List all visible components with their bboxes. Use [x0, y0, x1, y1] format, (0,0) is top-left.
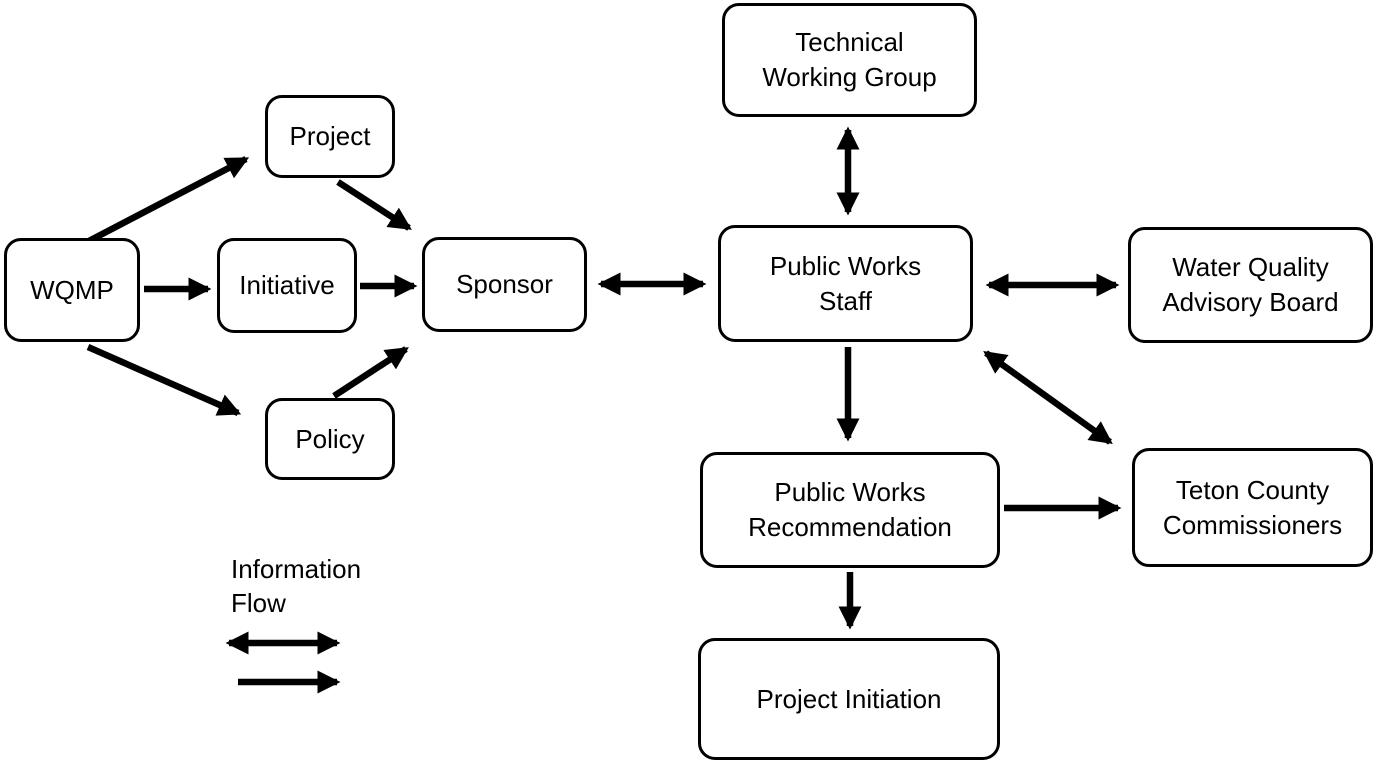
- edge-public-works-staff-teton-county-commissioners: [983, 350, 1113, 445]
- legend-title-line1: Information: [231, 553, 362, 584]
- node-policy-label: Policy: [295, 423, 365, 454]
- node-initiative: Initiative: [217, 238, 357, 333]
- node-water-quality-advisory-board: Water Quality Advisory Board: [1128, 227, 1373, 343]
- node-public-works-staff: Public Works Staff: [718, 225, 973, 342]
- edge-project-sponsor: [336, 179, 412, 231]
- node-public-works-staff-label-line2: Staff: [818, 285, 872, 316]
- node-project-initiation-label: Project Initiation: [756, 683, 942, 714]
- node-teton-county-commissioners-label-line1: Teton County: [1175, 474, 1330, 505]
- node-sponsor-label: Sponsor: [456, 269, 553, 299]
- node-public-works-staff-label-line1: Public Works: [769, 250, 922, 281]
- node-teton-county-commissioners-label-line2: Commissioners: [1162, 509, 1343, 540]
- node-technical-working-group-label-line1: Technical: [795, 27, 904, 57]
- edge-policy-sponsor: [332, 346, 409, 399]
- edge-wqmp-policy: [86, 344, 242, 416]
- node-initiative-label: Initiative: [239, 270, 335, 300]
- node-technical-working-group-label-line2: Working Group: [762, 62, 937, 92]
- node-water-quality-advisory-board-label-line2: Advisory Board: [1162, 287, 1339, 317]
- node-public-works-recommendation-label-line1: Public Works: [774, 477, 926, 507]
- node-water-quality-advisory-board-label-line1: Water Quality: [1172, 252, 1329, 282]
- node-public-works-recommendation-label-line2: Recommendation: [748, 512, 952, 542]
- node-project-label: Project: [289, 121, 371, 151]
- node-project-initiation: Project Initiation: [698, 638, 1000, 760]
- legend-title-box: Information Flow: [217, 544, 443, 627]
- node-wqmp: WQMP: [4, 238, 140, 342]
- legend-title-line2: Flow: [231, 587, 286, 618]
- node-teton-county-commissioners: Teton County Commissioners: [1132, 448, 1373, 567]
- node-wqmp-label: WQMP: [30, 274, 114, 305]
- node-technical-working-group: Technical Working Group: [722, 3, 977, 117]
- node-sponsor: Sponsor: [422, 237, 587, 332]
- node-policy: Policy: [265, 398, 395, 480]
- edge-wqmp-project: [83, 156, 250, 246]
- node-public-works-recommendation: Public Works Recommendation: [700, 452, 1000, 568]
- node-project: Project: [265, 95, 395, 178]
